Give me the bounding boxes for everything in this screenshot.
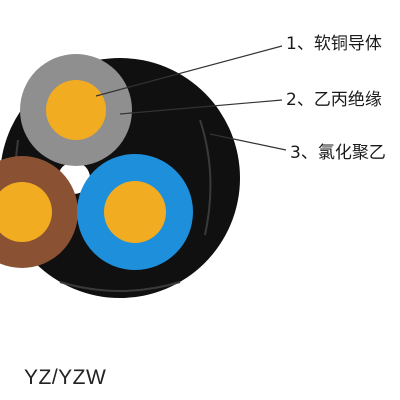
leader-line-2	[119, 99, 283, 115]
callout-sheath: 3、氯化聚乙	[290, 143, 386, 163]
leader-line-1	[95, 45, 283, 97]
callout-insulation: 2、乙丙绝缘	[286, 90, 382, 110]
sheath-texture-bottom	[59, 281, 181, 292]
leader-line-3	[209, 133, 287, 151]
callout-conductor: 1、软铜导体	[286, 34, 382, 54]
model-label: YZ/YZW	[24, 366, 107, 389]
callout-number: 1、	[286, 34, 314, 54]
callout-text: 氯化聚乙	[317, 143, 386, 163]
callout-text: 软铜导体	[313, 34, 382, 54]
sheath-texture-right	[199, 119, 212, 236]
callout-number: 2、	[286, 90, 314, 110]
blue-core-conductor	[104, 181, 166, 243]
callout-text: 乙丙绝缘	[313, 90, 382, 110]
callout-number: 3、	[290, 143, 318, 163]
grey-core-conductor	[46, 80, 106, 140]
brown-core-conductor	[0, 182, 52, 242]
